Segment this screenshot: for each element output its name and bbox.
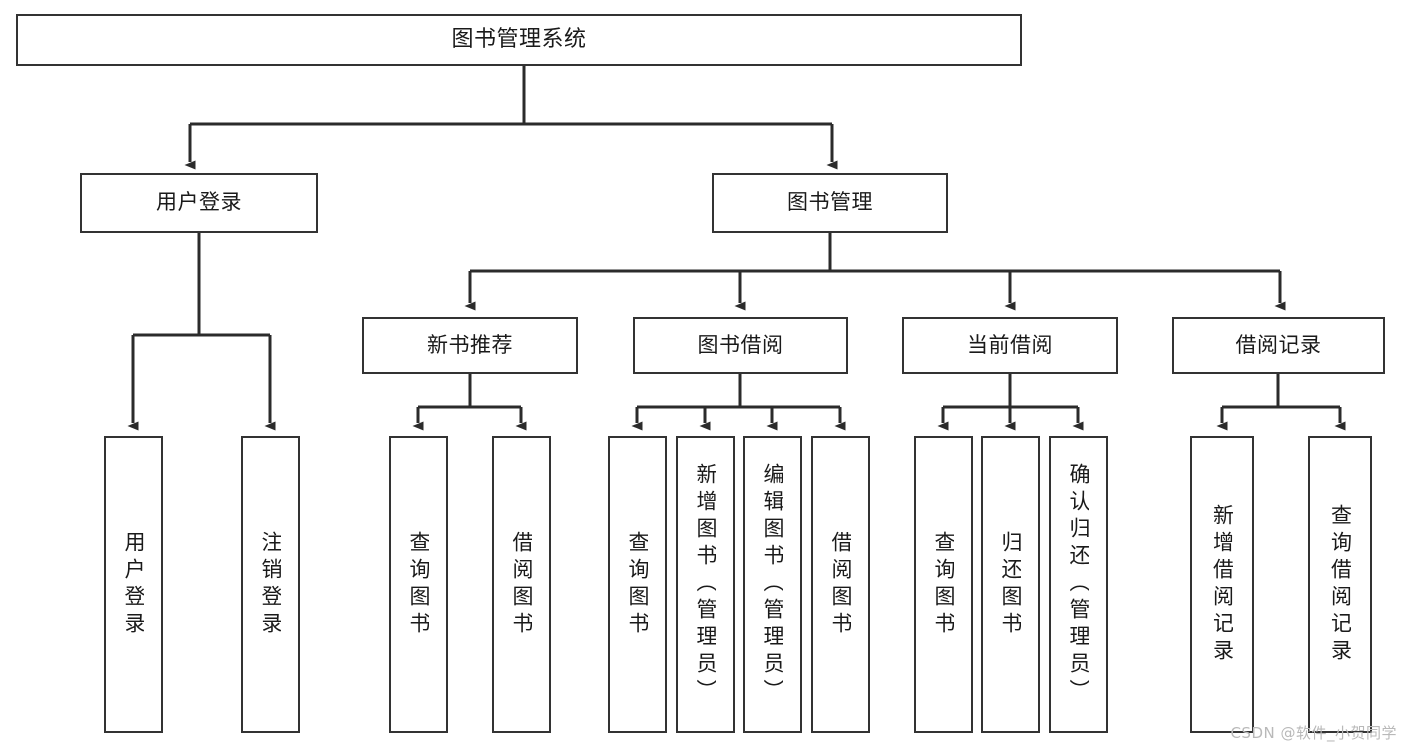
- watermark-credit: CSDN @软件_小贺同学: [1230, 724, 1397, 742]
- node-label: 用户登录: [123, 530, 144, 639]
- node-label: 查询借阅记录: [1329, 503, 1351, 666]
- node-leaf-borrow-book-1[interactable]: 借阅图书: [492, 436, 551, 733]
- node-leaf-return-book[interactable]: 归还图书: [981, 436, 1040, 733]
- node-leaf-borrow-book-2[interactable]: 借阅图书: [811, 436, 870, 733]
- node-label: 查询图书: [408, 530, 429, 639]
- node-label: 新增图书（管理员）: [695, 463, 716, 706]
- node-label: 图书借阅: [697, 332, 784, 357]
- node-book-borrow[interactable]: 图书借阅: [633, 317, 848, 374]
- node-leaf-user-logout[interactable]: 注销登录: [241, 436, 300, 733]
- node-label: 新书推荐: [427, 332, 513, 357]
- node-label: 查询图书: [933, 530, 954, 639]
- node-label: 新增借阅记录: [1211, 503, 1233, 666]
- node-leaf-edit-book[interactable]: 编辑图书（管理员）: [743, 436, 802, 733]
- node-label: 图书管理系统: [451, 26, 587, 52]
- node-book-management[interactable]: 图书管理: [712, 173, 948, 233]
- node-label: 借阅图书: [511, 530, 532, 639]
- node-borrow-record[interactable]: 借阅记录: [1172, 317, 1385, 374]
- node-user-login[interactable]: 用户登录: [80, 173, 318, 233]
- node-leaf-query-book-1[interactable]: 查询图书: [389, 436, 448, 733]
- node-leaf-user-login[interactable]: 用户登录: [104, 436, 163, 733]
- node-leaf-query-record[interactable]: 查询借阅记录: [1308, 436, 1372, 733]
- node-current-borrow[interactable]: 当前借阅: [902, 317, 1118, 374]
- node-leaf-query-book-3[interactable]: 查询图书: [914, 436, 973, 733]
- node-root-book-management-system[interactable]: 图书管理系统: [16, 14, 1022, 66]
- node-label: 借阅图书: [830, 530, 851, 639]
- node-label: 注销登录: [260, 530, 281, 639]
- node-label: 用户登录: [156, 190, 242, 215]
- node-leaf-query-book-2[interactable]: 查询图书: [608, 436, 667, 733]
- node-label: 图书管理: [787, 190, 873, 215]
- node-label: 借阅记录: [1235, 332, 1322, 357]
- node-leaf-add-book[interactable]: 新增图书（管理员）: [676, 436, 735, 733]
- node-label: 当前借阅: [967, 332, 1053, 357]
- node-label: 归还图书: [1000, 530, 1021, 639]
- node-leaf-confirm-return[interactable]: 确认归还（管理员）: [1049, 436, 1108, 733]
- node-label: 确认归还（管理员）: [1068, 463, 1089, 706]
- node-label: 查询图书: [627, 530, 648, 639]
- node-label: 编辑图书（管理员）: [762, 463, 783, 706]
- node-leaf-add-record[interactable]: 新增借阅记录: [1190, 436, 1254, 733]
- node-new-book-recommend[interactable]: 新书推荐: [362, 317, 578, 374]
